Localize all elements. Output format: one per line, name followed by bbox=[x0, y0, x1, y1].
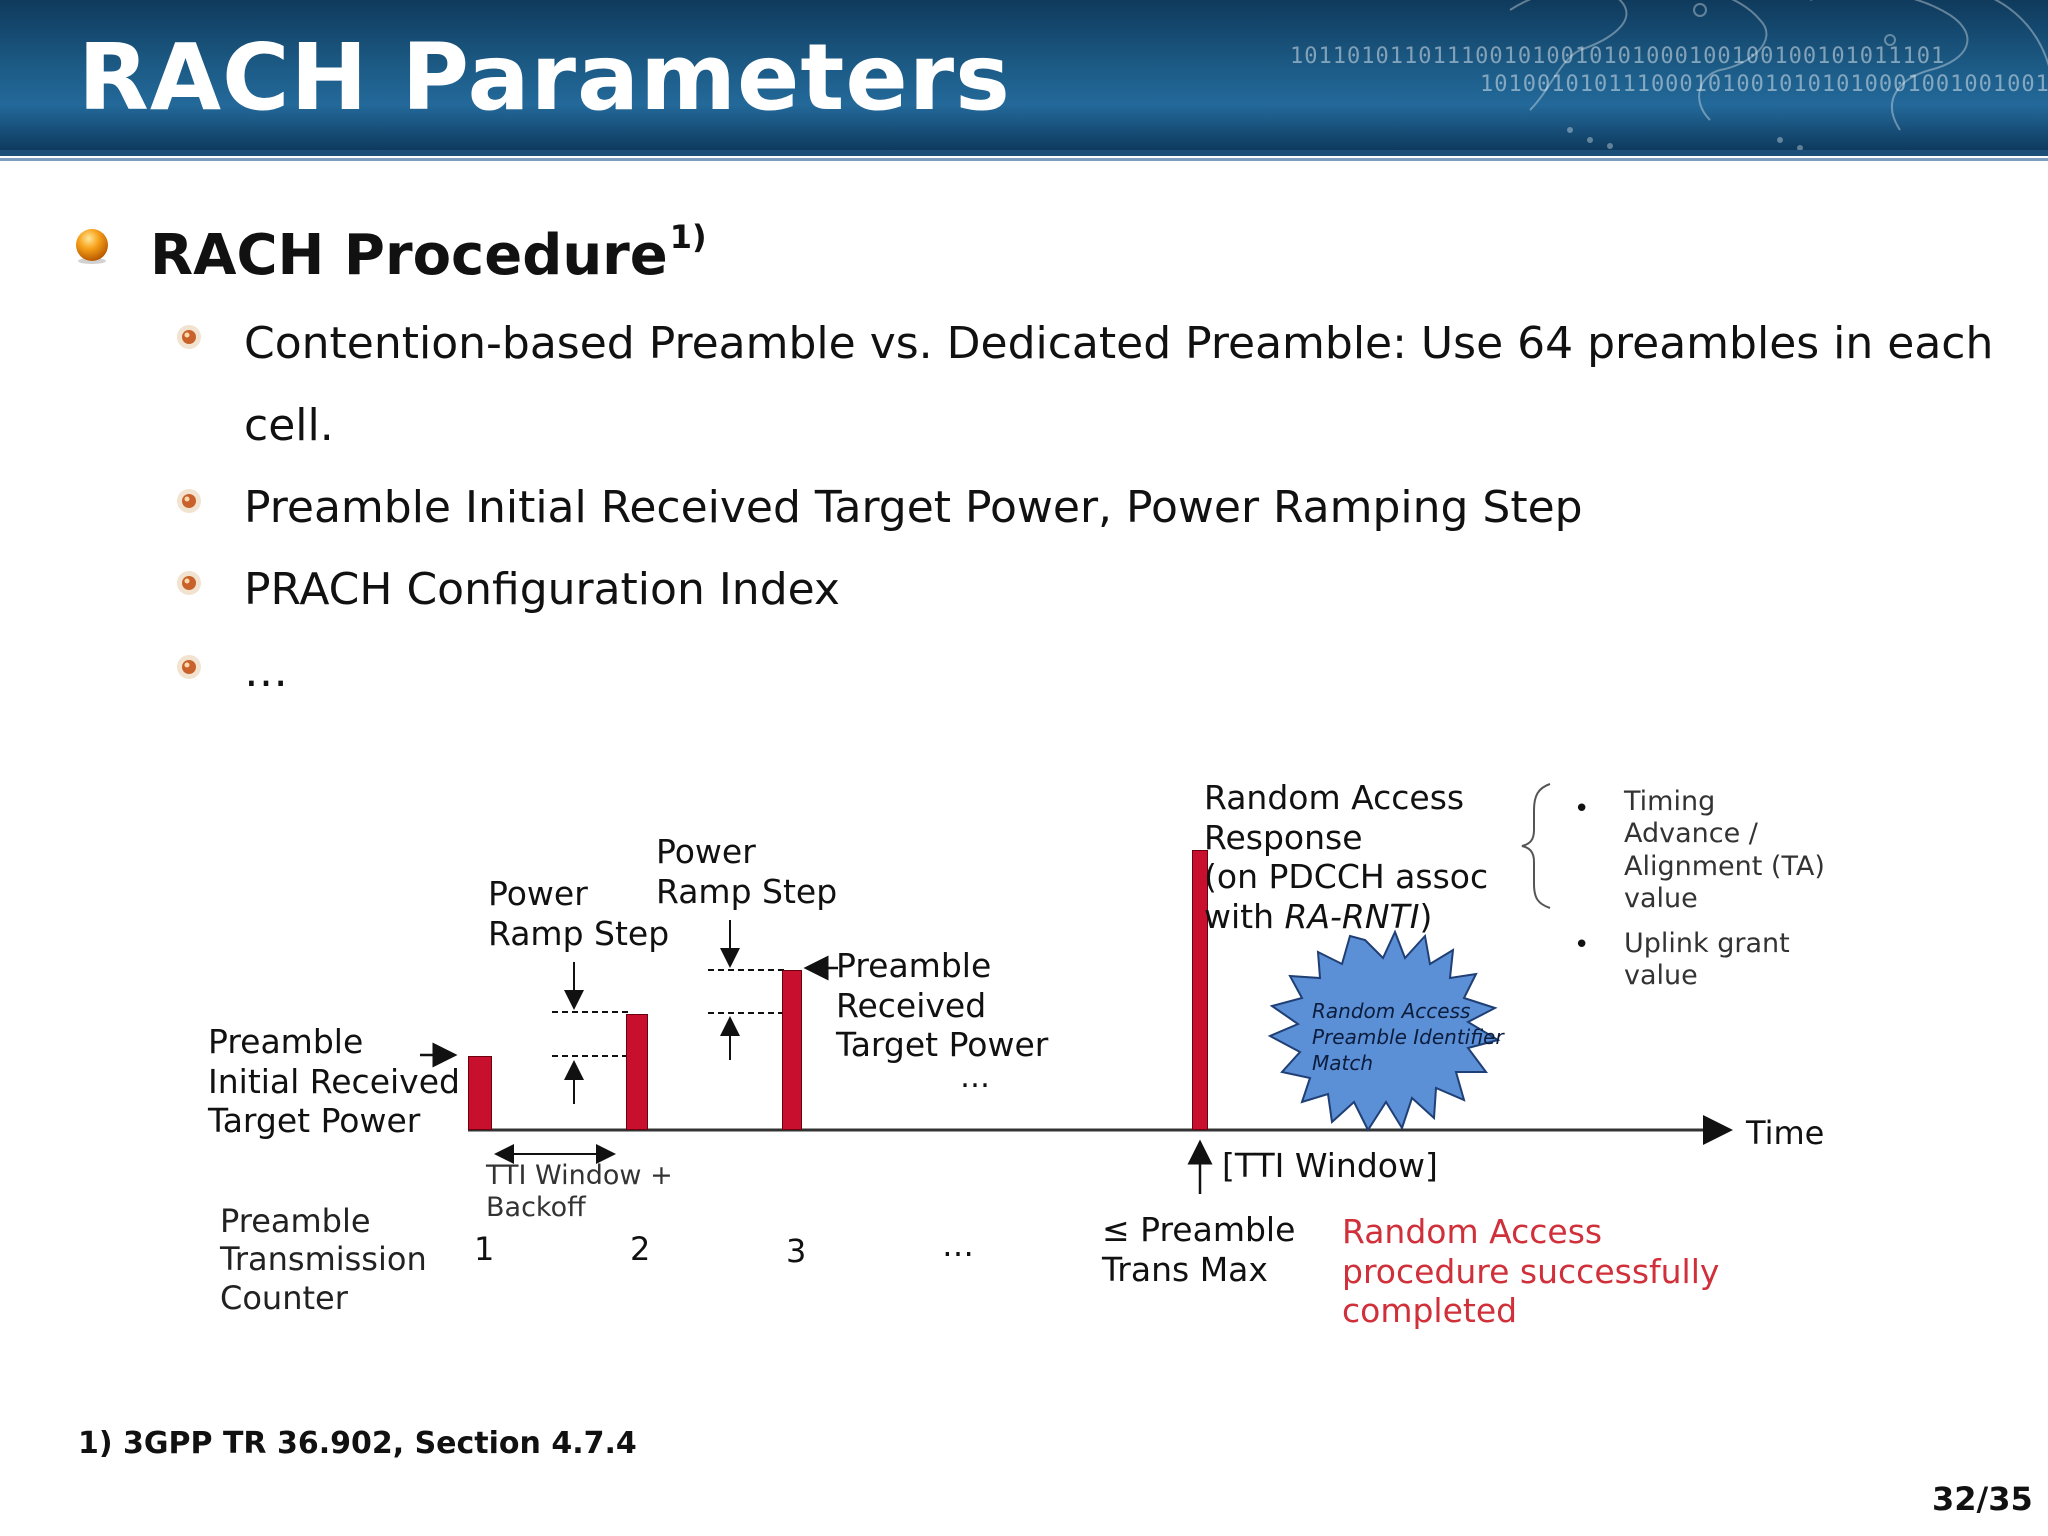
target-power-label-line: Target Power bbox=[836, 1025, 1049, 1065]
initial-power-label-line: Initial Received bbox=[208, 1061, 460, 1101]
tti-backoff-label-line: TTI Window + bbox=[486, 1160, 673, 1191]
rar-item-line: Advance / bbox=[1624, 818, 1758, 850]
header-band: 1011010110111001010010101000100100100101… bbox=[0, 0, 2048, 150]
tti-backoff-label: TTI Window + Backoff bbox=[486, 1160, 673, 1225]
bullet-prach-index: PRACH Configuration Index bbox=[244, 564, 840, 615]
bullet-contention-line2: cell. bbox=[244, 400, 334, 451]
tti-window-label: [TTI Window] bbox=[1222, 1146, 1438, 1185]
ramp-step-label-1: Power Ramp Step bbox=[488, 874, 669, 953]
starburst-label-line: Match bbox=[1312, 1051, 1374, 1075]
counter-label-line: Counter bbox=[220, 1278, 348, 1317]
section-title: RACH Procedure1) bbox=[150, 218, 707, 288]
initial-power-label: Preamble Initial Received Target Power bbox=[208, 1022, 460, 1141]
dots-upper: … bbox=[960, 1060, 990, 1095]
section-title-text: RACH Procedure bbox=[150, 223, 668, 288]
preamble-bar-2 bbox=[626, 1014, 648, 1130]
transmission-counter-label: Preamble Transmission Counter bbox=[220, 1202, 427, 1317]
bullet-dot-icon bbox=[177, 655, 201, 679]
initial-power-label-line: Target Power bbox=[208, 1101, 421, 1141]
counter-label-line: Transmission bbox=[220, 1240, 427, 1279]
ramp-step-label-line: Power bbox=[656, 832, 756, 871]
bullet-target-power: Preamble Initial Received Target Power, … bbox=[244, 482, 1583, 533]
trans-max-label: ≤ Preamble Trans Max bbox=[1102, 1210, 1295, 1289]
trans-max-label-line: Trans Max bbox=[1102, 1249, 1268, 1289]
tti-backoff-label-line: Backoff bbox=[486, 1192, 586, 1224]
rar-brace bbox=[1521, 783, 1551, 909]
target-power-label: Preamble Received Target Power bbox=[836, 946, 1048, 1065]
bullet-ellipsis: … bbox=[244, 646, 288, 697]
target-power-label-line: Preamble bbox=[836, 946, 992, 985]
ramp-step-label-2: Power Ramp Step bbox=[656, 832, 837, 911]
target-power-label-line: Received bbox=[836, 985, 987, 1025]
counter-value-1: 1 bbox=[474, 1230, 495, 1268]
ramp-step-label-line: Ramp Step bbox=[656, 871, 838, 911]
starburst-label-line: Random Access bbox=[1312, 999, 1471, 1023]
preamble-bar-3 bbox=[782, 970, 802, 1130]
counter-value-ellipsis: … bbox=[942, 1226, 974, 1264]
rar-item-line: value bbox=[1624, 883, 1698, 915]
rar-bar bbox=[1192, 850, 1208, 1130]
starburst-label: Random Access Preamble Identifier Match bbox=[1312, 998, 1504, 1076]
success-label-line: completed bbox=[1342, 1291, 1518, 1331]
binary-decoration-1: 1011010110111001010010101000100100100101… bbox=[1290, 44, 1946, 69]
diagram-lines bbox=[420, 783, 1733, 1194]
rar-item-line: Timing bbox=[1624, 786, 1716, 817]
ramp-step-label-line: Power bbox=[488, 874, 588, 913]
initial-power-label-line: Preamble bbox=[208, 1022, 364, 1061]
success-label-line: Random Access bbox=[1342, 1212, 1603, 1251]
time-axis-label: Time bbox=[1746, 1114, 1825, 1152]
success-label: Random Access procedure successfully com… bbox=[1342, 1212, 1719, 1331]
slide-title: RACH Parameters bbox=[78, 24, 1011, 131]
rar-label-line: Random Access bbox=[1204, 778, 1465, 817]
rar-label: Random Access Response (on PDCCH assoc w… bbox=[1204, 778, 1488, 936]
starburst-label-line: Preamble Identifier bbox=[1312, 1025, 1504, 1049]
header-divider-thin bbox=[0, 158, 2048, 161]
preamble-bar-1 bbox=[468, 1056, 492, 1130]
bullet-contention-line1: Contention-based Preamble vs. Dedicated … bbox=[244, 318, 1994, 369]
footnote: 1) 3GPP TR 36.902, Section 4.7.4 bbox=[78, 1426, 637, 1461]
rar-item-uplink-grant: Uplink grant value bbox=[1624, 928, 1790, 993]
trans-max-label-line: ≤ Preamble bbox=[1102, 1210, 1296, 1249]
rar-item-bullet-2: • bbox=[1574, 930, 1590, 960]
counter-label-line: Preamble bbox=[220, 1202, 371, 1240]
header-divider bbox=[0, 150, 2048, 156]
rar-item-timing-advance: Timing Advance / Alignment (TA) value bbox=[1624, 786, 1825, 916]
ra-rnti-term: RA-RNTI bbox=[1284, 896, 1420, 936]
page-number: 32/35 bbox=[1932, 1480, 2033, 1518]
rar-item-line: Uplink grant bbox=[1624, 928, 1790, 959]
bullet-dot-icon bbox=[177, 325, 201, 349]
rar-label-line: with RA-RNTI) bbox=[1204, 896, 1433, 936]
footnote-marker: 1) bbox=[669, 218, 707, 256]
counter-value-3: 3 bbox=[786, 1232, 807, 1270]
rach-procedure-diagram: Preamble Initial Received Target Power P… bbox=[190, 770, 1850, 1350]
starburst-shape bbox=[1267, 929, 1501, 1133]
ramp-step-label-line: Ramp Step bbox=[488, 913, 670, 953]
binary-decoration-2: 1010010101110001010010101010001001001001… bbox=[1480, 72, 2048, 97]
rar-item-line: Alignment (TA) bbox=[1624, 850, 1825, 882]
bullet-dot-icon bbox=[177, 571, 201, 595]
globe-map-icon bbox=[1509, 0, 2048, 150]
rar-item-bullet-1: • bbox=[1574, 794, 1590, 824]
bullet-dot-icon bbox=[177, 489, 201, 513]
rar-label-line: Response bbox=[1204, 817, 1363, 857]
counter-value-2: 2 bbox=[630, 1230, 651, 1268]
rar-label-line: (on PDCCH assoc bbox=[1204, 857, 1489, 897]
success-label-line: procedure successfully bbox=[1342, 1251, 1720, 1291]
rar-item-line: value bbox=[1624, 960, 1698, 992]
orange-sphere-icon bbox=[76, 229, 108, 264]
